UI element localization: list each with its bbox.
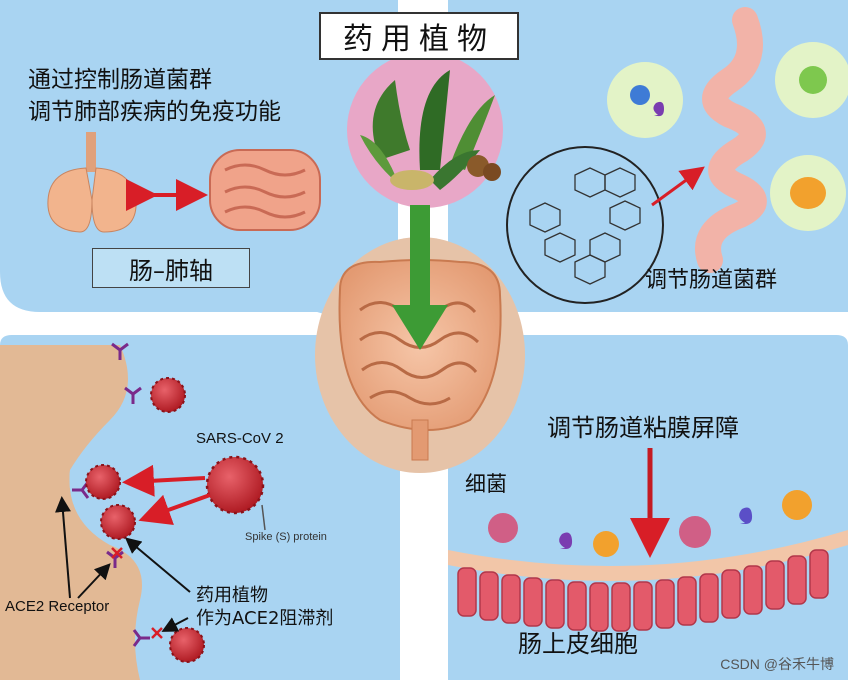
- intestine-icon: [210, 150, 320, 230]
- bacteria-label: 细菌: [465, 468, 507, 498]
- virus-label: SARS-CoV 2: [196, 430, 284, 447]
- gut-lung-axis-label: 肠–肺轴: [92, 248, 250, 288]
- spike-protein-label: Spike (S) protein: [245, 531, 327, 543]
- barrier-label: 调节肠道粘膜屏障: [547, 408, 739, 443]
- gut-lung-text-line2: 调节肺部疾病的免疫功能: [28, 92, 281, 126]
- gut-lung-text-line1: 通过控制肠道菌群: [28, 60, 212, 94]
- epithelium-label: 肠上皮细胞: [518, 624, 638, 659]
- source-credit: CSDN @谷禾牛博: [720, 654, 834, 674]
- main-title: 药用植物: [319, 12, 519, 60]
- ace2-receptor-label: ACE2 Receptor: [5, 598, 109, 615]
- blocker-label-line2: 作为ACE2阻滞剂: [196, 604, 333, 630]
- regulate-flora-label: 调节肠道菌群: [645, 262, 777, 294]
